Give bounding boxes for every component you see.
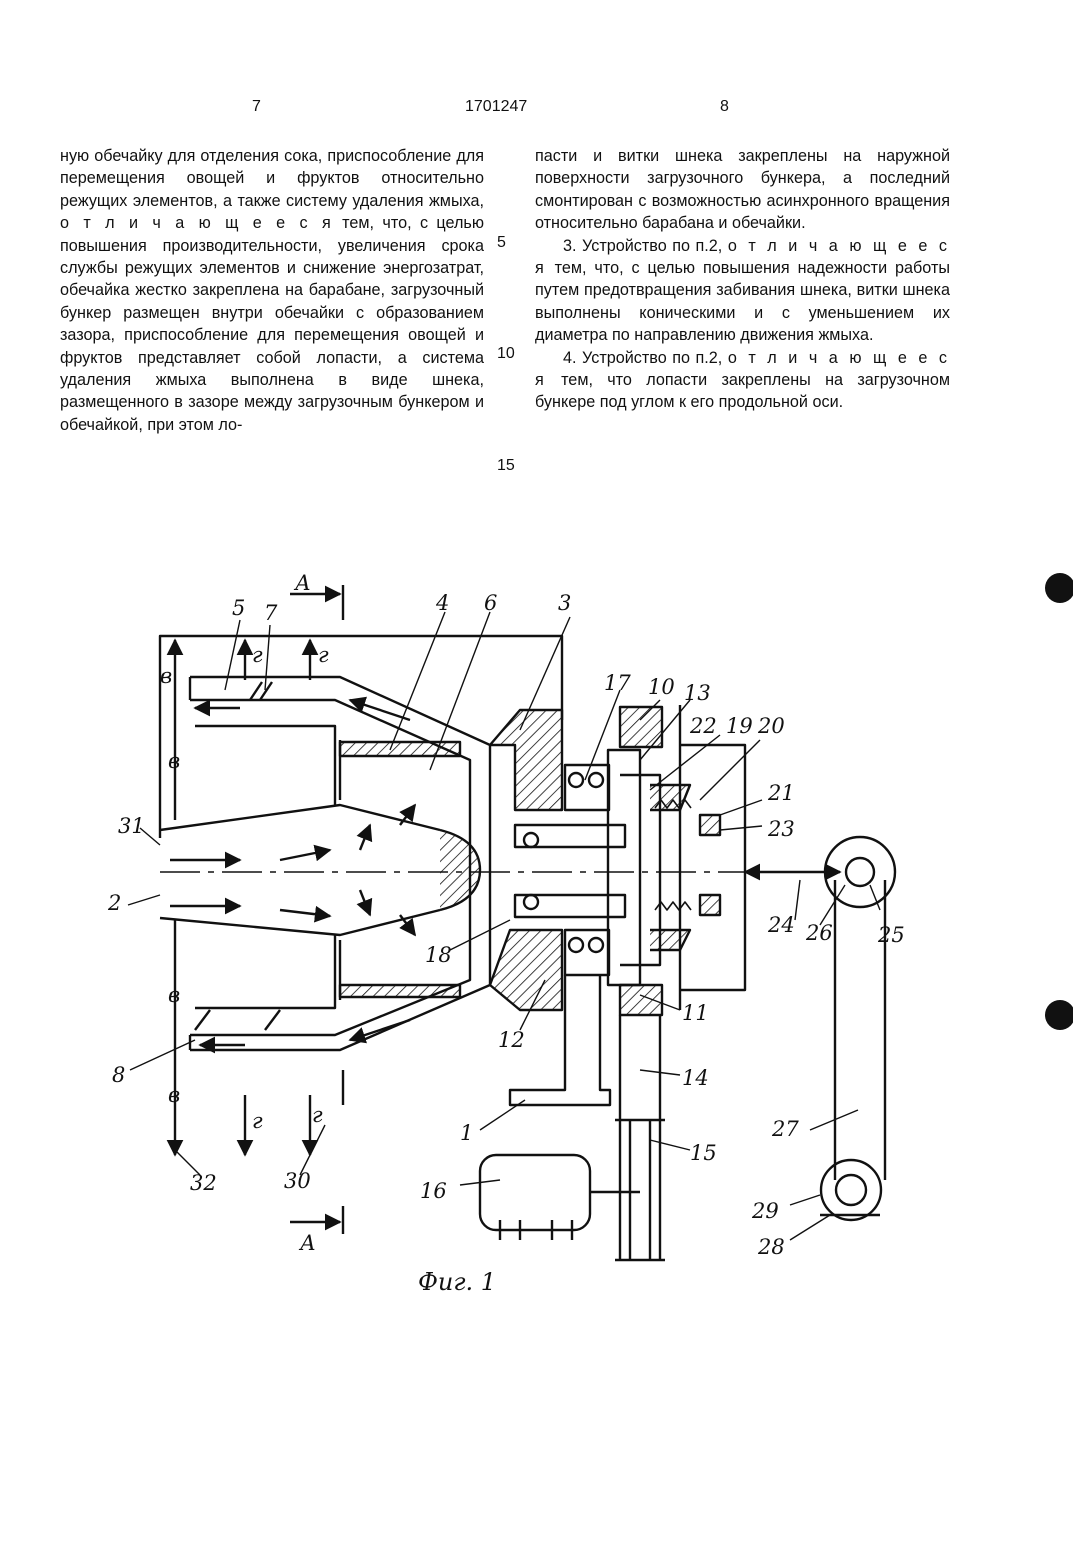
- callout-5: 5: [232, 596, 245, 620]
- callout-7: 7: [264, 601, 278, 625]
- callout-30: 31: [118, 814, 145, 838]
- flow-label-g1: г: [252, 643, 263, 667]
- callout-24: 24: [767, 913, 795, 937]
- flow-label-v2: в: [168, 749, 180, 773]
- callout-6: 6: [484, 591, 497, 615]
- bunker-top: [195, 726, 335, 805]
- inlet-cone-top: [160, 805, 440, 830]
- section-label-top: А: [293, 571, 311, 595]
- figure-caption: Фиг. 1: [418, 1268, 496, 1296]
- punch-hole-top: [1045, 573, 1073, 603]
- callout-11: 11: [682, 1001, 709, 1025]
- callout-13: 13: [684, 681, 711, 705]
- gear-housing: [608, 750, 640, 985]
- flow-label-g2: г: [318, 643, 329, 667]
- flange-3: [490, 710, 562, 810]
- callout-23: 23: [767, 817, 795, 841]
- callout-3: 3: [558, 591, 571, 615]
- flange-12: [490, 930, 562, 1010]
- flow-label-v4: в: [168, 1083, 180, 1107]
- callout-16: 16: [420, 1179, 447, 1203]
- callout-20: 20: [757, 714, 785, 738]
- flow-label-g3: г: [252, 1109, 263, 1133]
- punch-hole-bottom: [1045, 1000, 1073, 1030]
- callout-22: 22: [689, 714, 717, 738]
- callout-15: 15: [690, 1141, 717, 1165]
- callout-26: 26: [805, 921, 833, 945]
- callout-25: 25: [877, 923, 905, 947]
- callout-1: 1: [460, 1121, 473, 1145]
- inlet-cone-bottom: [160, 910, 440, 935]
- pulley-11: [620, 985, 662, 1015]
- callout-27: 27: [771, 1117, 799, 1141]
- motor-16: [480, 1155, 590, 1230]
- section-label-bottom: А: [298, 1231, 316, 1255]
- callout-28: 28: [757, 1235, 785, 1259]
- callout-10: 10: [648, 675, 675, 699]
- callout-18: 18: [425, 943, 452, 967]
- callout-8: 8: [112, 1063, 125, 1087]
- callout-2: 2: [107, 891, 121, 915]
- callout-12: 12: [498, 1028, 525, 1052]
- hub: [440, 830, 480, 910]
- flow-label-g4: г: [312, 1103, 323, 1127]
- callout-14: 14: [682, 1066, 709, 1090]
- bunker-bottom: [195, 935, 335, 1008]
- motor-28: [821, 1160, 881, 1220]
- callout-4: 4: [435, 591, 449, 615]
- callout-29: 29: [751, 1199, 779, 1223]
- gearbox-20: [680, 745, 745, 990]
- bearing-18: [565, 930, 609, 975]
- bearing-17: [565, 765, 609, 810]
- flow-label-v3: в: [168, 983, 180, 1007]
- flow-label-v1: в: [160, 664, 172, 688]
- auger-7: [250, 682, 272, 700]
- callout-21: 21: [767, 781, 795, 805]
- callout-32: 32: [190, 1171, 217, 1195]
- callout-17: 17: [604, 671, 631, 695]
- callout-19: 19: [726, 714, 753, 738]
- callout-31: 30: [284, 1169, 311, 1193]
- auger-8: [195, 1010, 280, 1030]
